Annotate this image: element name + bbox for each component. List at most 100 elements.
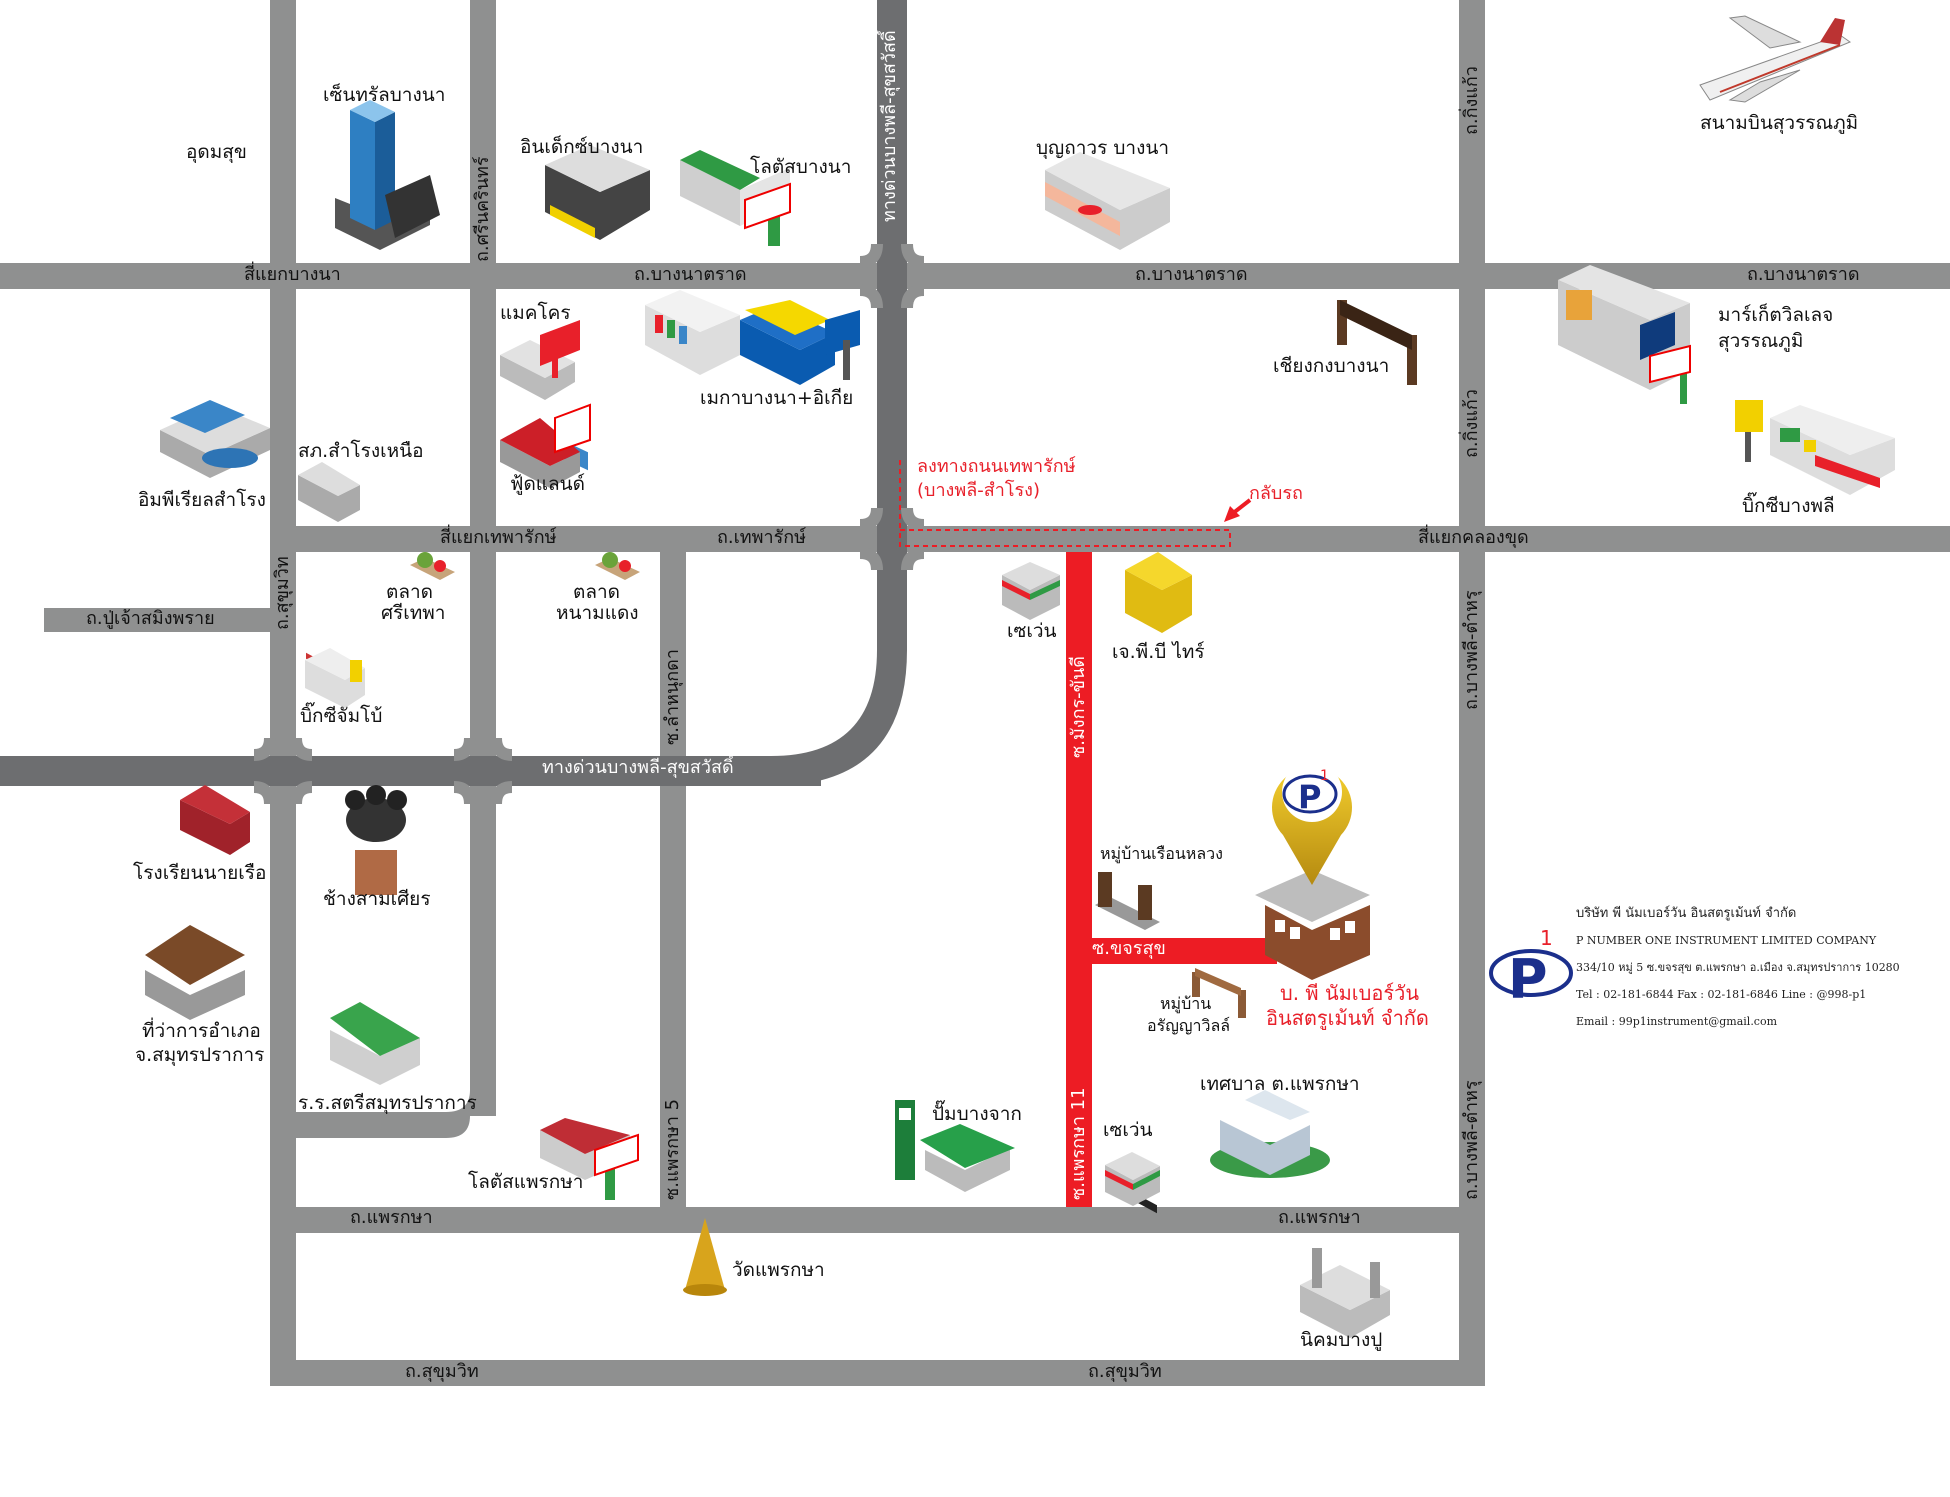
school-satri-icon	[330, 1002, 420, 1085]
label-market-village-2: สุวรรณภูมิ	[1718, 330, 1804, 352]
label-index-bangna: อินเด็กซ์บางนา	[520, 136, 644, 158]
ikea-icon	[740, 300, 860, 385]
company-name-en: P NUMBER ONE INSTRUMENT LIMITED COMPANY	[1576, 934, 1877, 947]
pin-logo-letter: P	[1298, 778, 1321, 816]
road-network	[0, 0, 1950, 1386]
moo-baan-aranya-icon	[1192, 968, 1246, 1018]
seven-eleven-icon-1	[1002, 562, 1060, 620]
company-address: 334/10 หมู่ 5 ซ.ขจรสุข ต.แพรกษา อ.เมือง …	[1576, 961, 1900, 974]
road-sukhumvit-vertical	[270, 0, 296, 1386]
label-road-srinakarin: ถ.ศรีนครินทร์	[472, 156, 493, 262]
road-curve-srinakarin	[296, 1090, 470, 1138]
imperial-samrong-icon	[160, 400, 270, 478]
label-municipality: เทศบาล ต.แพรกษา	[1200, 1073, 1360, 1095]
makro-icon	[500, 320, 580, 400]
label-road-phraeksa-2: ถ.แพรกษา	[1278, 1207, 1361, 1228]
pin-logo-sup: 1	[1320, 768, 1329, 784]
route-to-company	[1066, 552, 1277, 1207]
moo-baan-ruen-luang-icon	[1095, 872, 1160, 930]
label-road-soi-khachon: ซ.ขจรสุข	[1092, 938, 1166, 959]
road-srinakarin	[470, 0, 496, 1116]
label-lotus-bangna: โลตัสบางนา	[750, 156, 852, 178]
navy-school-icon	[180, 785, 250, 855]
label-talad-nam-daeng-2: หนามแดง	[556, 602, 639, 624]
road-king-kaeo	[1459, 0, 1485, 1386]
label-lotus-phraeksa: โลตัสแพรกษา	[468, 1171, 584, 1193]
label-district-office-2: จ.สมุทรปราการ	[135, 1044, 265, 1066]
label-district-office-1: ที่ว่าการอำเภอ	[142, 1020, 261, 1042]
label-makro: แมคโคร	[500, 302, 571, 324]
lotus-phraeksa-icon	[540, 1118, 639, 1200]
erawan-icon	[345, 785, 407, 895]
label-talad-srithepha-1: ตลาด	[386, 581, 433, 603]
label-wat-phraeksa: วัดแพรกษา	[732, 1259, 825, 1281]
jpb-tire-icon	[1125, 552, 1192, 1214]
company-logo-letter: P	[1508, 948, 1548, 1011]
mega-bangna-icon	[645, 290, 740, 375]
interchange-ramps	[253, 243, 925, 805]
label-road-king-kaeo-2: ถ.กิ่งแก้ว	[1461, 389, 1482, 458]
label-road-bangna-trat-1: ถ.บางนาตราด	[634, 264, 747, 285]
label-road-king-kaeo-1: ถ.กิ่งแก้ว	[1461, 66, 1482, 135]
note-exit-line1: ลงทางถนนเทพารักษ์	[917, 456, 1076, 477]
label-bigc-bangphli: บิ๊กซีบางพลี	[1742, 495, 1835, 517]
label-road-soi-lam-nam: ซ.ลำหนุกดา	[662, 649, 683, 745]
label-imperial: อิมพีเรียลสำโรง	[138, 489, 266, 511]
company-email: Email : 99p1instrument@gmail.com	[1576, 1015, 1778, 1028]
company-building-icon	[1255, 870, 1370, 980]
label-boonthavorn: บุญถาวร บางนา	[1036, 137, 1169, 159]
nikhom-bangpu-icon	[1300, 1248, 1390, 1338]
company-logo-sup: 1	[1540, 926, 1553, 950]
label-road-bangna-trat-3: ถ.บางนาตราด	[1747, 264, 1860, 285]
wat-phraeksa-icon	[683, 1218, 727, 1296]
expressway-curve	[771, 650, 907, 786]
talad-nam-daeng-icon	[595, 552, 640, 580]
label-road-soi-phraeksa-5: ซ.แพรกษา 5	[662, 1098, 683, 1200]
market-village-icon	[1558, 265, 1691, 404]
lotus-bangna-icon	[680, 150, 791, 246]
label-road-soi-mangkorn: ซ.มังกร-ขันดี	[1068, 656, 1089, 758]
label-udomsuk: อุดมสุข	[186, 141, 247, 163]
expressway-vertical	[877, 0, 907, 650]
label-jpb-tire: เจ.พี.บี ไทร์	[1112, 641, 1205, 663]
label-nikhom-bangpu: นิคมบางปู	[1300, 1329, 1383, 1351]
label-bigc-jumbo: บิ๊กซีจัมโบ้	[300, 705, 383, 727]
label-market-village-1: มาร์เก็ตวิลเลจ	[1718, 304, 1834, 326]
road-sukhumvit-bottom	[270, 1360, 1485, 1386]
label-erawan: ช้างสามเศียร	[323, 888, 431, 910]
label-road-bangphli-tamru-1: ถ.บางพลี-ตำหรุ	[1461, 590, 1482, 710]
note-u-turn: กลับรถ	[1249, 483, 1303, 504]
label-talad-nam-daeng-1: ตลาด	[573, 581, 620, 603]
destination-name-line1: บ. พี นัมเบอร์วัน	[1280, 981, 1419, 1005]
police-station-icon	[298, 462, 360, 672]
airplane-icon	[1699, 15, 1852, 103]
label-road-theparak: ถ.เทพารักษ์	[717, 527, 807, 548]
road-phraeksa	[270, 1207, 1485, 1233]
label-siyaek-khlong-khut: สี่แยกคลองขุด	[1418, 527, 1529, 548]
destination-name-line2: อินสตรูเม้นท์ จำกัด	[1266, 1006, 1429, 1030]
company-name-th: บริษัท พี นัมเบอร์วัน อินสตรูเม้นท์ จำกั…	[1576, 906, 1797, 921]
label-school-satri: ร.ร.สตรีสมุทรปราการ	[298, 1092, 477, 1114]
expressway-horizontal	[0, 756, 820, 786]
chiang-kong-icon	[1337, 300, 1417, 385]
label-road-sukhumvit-left: ถ.สุขุมวิท	[272, 556, 293, 630]
label-seven-eleven-1: เซเว่น	[1007, 620, 1057, 642]
label-central-bangna: เซ็นทรัลบางนา	[323, 84, 446, 106]
label-road-bangphli-tamru-2: ถ.บางพลี-ตำหรุ	[1461, 1080, 1482, 1200]
label-mega-ikea: เมกาบางนา+อิเกีย	[700, 387, 854, 409]
central-bangna-icon	[335, 100, 440, 250]
u-turn-arrow	[1224, 498, 1252, 522]
municipality-icon	[1210, 1090, 1330, 1178]
bigc-bangphli-icon	[1735, 400, 1895, 495]
label-navy-school: โรงเรียนนายเรือ	[133, 862, 267, 884]
label-expressway-vertical: ทางด่วนบางพลี-สุขสวัสดิ์	[879, 30, 900, 222]
location-pin-icon: P 1	[1272, 762, 1352, 885]
label-moo-baan-ruen-luang: หมู่บ้านเรือนหลวง	[1100, 844, 1223, 863]
label-airport: สนามบินสุวรรณภูมิ	[1700, 112, 1859, 134]
label-seven-eleven-2: เซเว่น	[1103, 1119, 1153, 1141]
foodland-icon	[500, 403, 591, 488]
label-road-sukhumvit-bottom-1: ถ.สุขุมวิท	[405, 1361, 479, 1382]
seven-eleven-icon-2	[1105, 1152, 1160, 1206]
district-office-icon	[145, 925, 245, 1020]
